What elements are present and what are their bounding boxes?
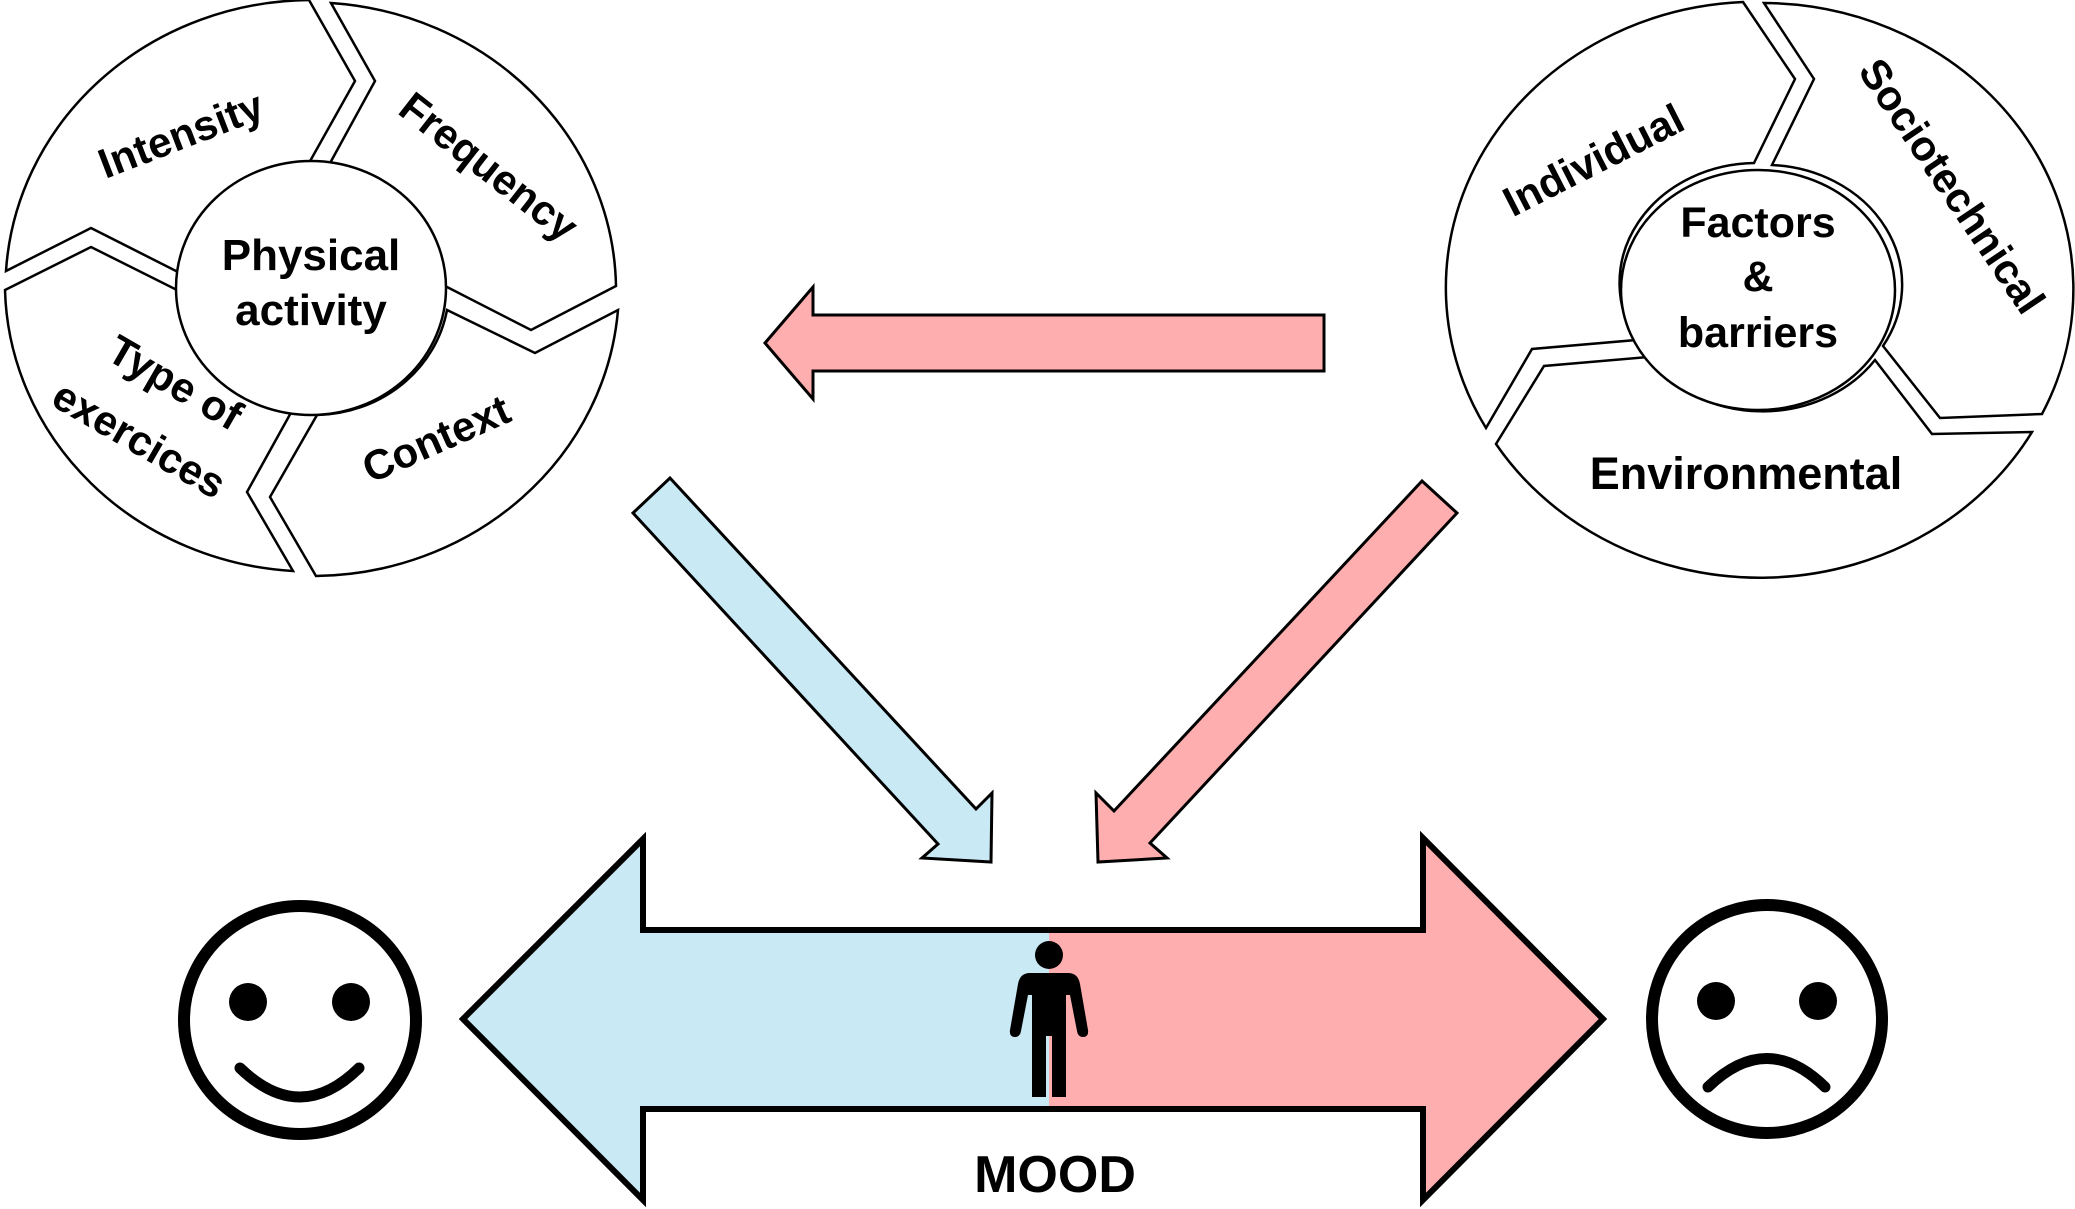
sad-face-icon xyxy=(1646,899,1888,1139)
hub-label-ampersand: & xyxy=(1742,253,1773,301)
physical-activity-hub xyxy=(174,159,448,417)
hub-label-factors: Factors xyxy=(1680,199,1835,247)
segment-context xyxy=(268,307,620,578)
factors-barriers-cycle: Factors & barriers Individual Sociotechn… xyxy=(1444,0,2075,579)
segment-environmental xyxy=(1494,355,2035,579)
mood-negative-half xyxy=(1049,838,1603,1200)
hub-label-line2: activity xyxy=(235,286,387,335)
arrow-activity-to-mood xyxy=(630,475,994,864)
arrow-factors-to-mood xyxy=(1094,478,1460,864)
mood-positive-half xyxy=(463,838,1049,1200)
hub-label-line1: Physical xyxy=(222,231,401,280)
mood-scale: MOOD xyxy=(458,830,1608,1208)
segment-sociotechnical xyxy=(1761,1,2075,420)
segment-individual xyxy=(1444,0,1797,431)
arrow-factors-to-activity xyxy=(763,282,1326,404)
hub-label-barriers: barriers xyxy=(1678,309,1838,357)
person-icon xyxy=(1009,941,1089,1097)
happy-face-icon xyxy=(178,900,422,1140)
mood-double-arrow-outline xyxy=(458,830,1608,1208)
factors-barriers-hub xyxy=(1619,168,1897,412)
physical-activity-cycle: Physical activity Intensity Frequency Co… xyxy=(3,0,620,578)
mood-label: MOOD xyxy=(974,1146,1136,1204)
label-environmental: Environmental xyxy=(1590,448,1903,499)
